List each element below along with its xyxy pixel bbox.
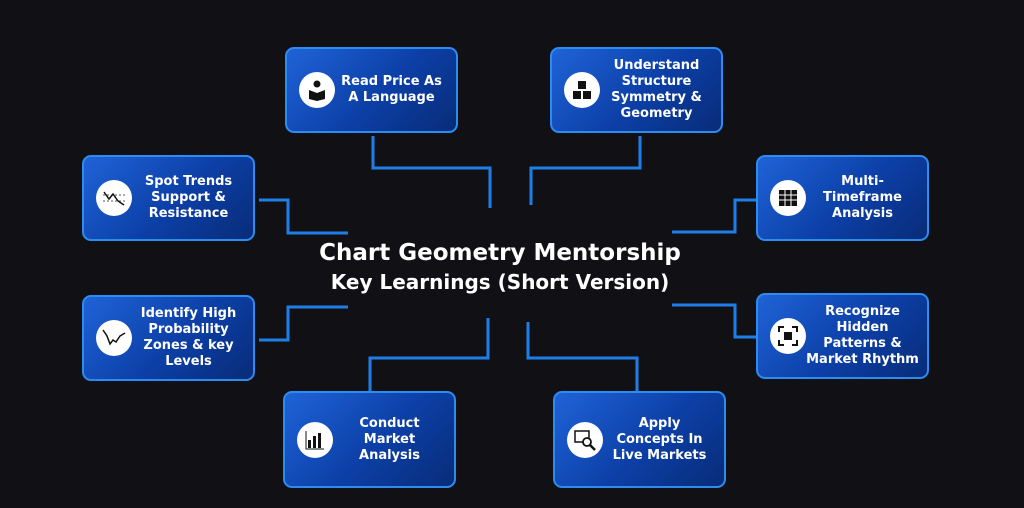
diagram-subtitle: Key Learnings (Short Version) <box>330 270 670 294</box>
node-understand-structure: Understand Structure Symmetry & Geometry <box>550 47 723 133</box>
connector-recognize <box>672 303 756 339</box>
magnifier-chart-icon <box>567 421 603 458</box>
node-apply-concepts: Apply Concepts In Live Markets <box>553 391 726 488</box>
node-label: Recognize Hidden Patterns & Market Rhyth… <box>806 304 919 367</box>
connector-read-price <box>371 136 492 208</box>
node-label: Identify High Probability Zones & key Le… <box>140 306 237 369</box>
pattern-focus-icon <box>770 318 806 354</box>
connector-identify <box>259 305 348 342</box>
bar-chart-icon <box>297 421 333 458</box>
node-label: Read Price As A Language <box>341 74 442 105</box>
connector-spot-trends <box>259 198 348 235</box>
connector-multi-timeframe <box>672 198 756 234</box>
node-label: Apply Concepts In Live Markets <box>612 415 707 463</box>
reading-person-icon <box>299 72 335 108</box>
node-label: Multi-Timeframe Analysis <box>823 174 902 221</box>
cubes-icon <box>564 72 600 108</box>
diagram-title: Chart Geometry Mentorship <box>319 240 681 266</box>
node-read-price: Read Price As A Language <box>285 47 458 133</box>
connector-understand <box>529 136 642 205</box>
node-label: Spot Trends Support & Resistance <box>144 174 233 221</box>
connector-apply <box>526 322 639 391</box>
node-recognize-patterns: Recognize Hidden Patterns & Market Rhyth… <box>756 293 929 379</box>
node-conduct-analysis: Conduct Market Analysis <box>283 391 456 488</box>
connector-conduct <box>368 318 490 391</box>
node-identify-zones: Identify High Probability Zones & key Le… <box>82 295 255 381</box>
grid-calendar-icon <box>770 180 806 216</box>
node-spot-trends: Spot Trends Support & Resistance <box>82 155 255 241</box>
price-chart-icon <box>96 320 132 356</box>
node-label: Conduct Market Analysis <box>359 415 420 463</box>
node-label: Understand Structure Symmetry & Geometry <box>611 58 702 121</box>
trend-lines-icon <box>96 180 132 216</box>
node-multi-timeframe: Multi-Timeframe Analysis <box>756 155 929 241</box>
